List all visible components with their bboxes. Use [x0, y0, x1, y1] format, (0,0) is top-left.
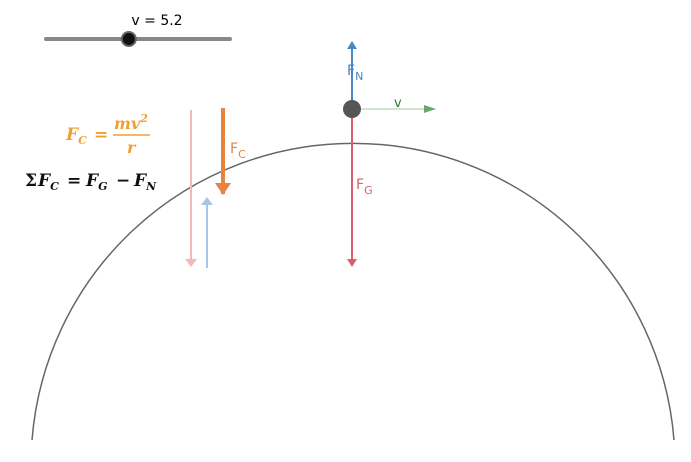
svg-text:FC: FC: [37, 171, 59, 193]
svg-text:r: r: [127, 138, 137, 157]
centripetal-equation: FC = mv2 r: [65, 112, 150, 157]
svg-text:=: =: [67, 171, 81, 191]
velocity-label: v: [394, 96, 402, 111]
svg-text:FN: FN: [133, 171, 157, 193]
svg-text:FG: FG: [85, 171, 107, 193]
slider-label: v = 5.2: [131, 13, 182, 29]
speed-slider[interactable]: [44, 31, 232, 47]
centripetal-force-label: FC: [230, 141, 246, 161]
svg-text:−: −: [116, 171, 130, 191]
svg-text:=: =: [94, 125, 108, 145]
ball[interactable]: [343, 100, 361, 118]
svg-text:Σ: Σ: [25, 171, 37, 191]
gravity-force-label: FG: [356, 177, 373, 197]
svg-text:mv2: mv2: [114, 112, 148, 133]
svg-text:FC: FC: [65, 125, 87, 147]
sum-equation: Σ FC = FG − FN: [25, 171, 157, 193]
normal-force-label: FN: [347, 63, 363, 83]
slider-handle[interactable]: [120, 31, 137, 47]
